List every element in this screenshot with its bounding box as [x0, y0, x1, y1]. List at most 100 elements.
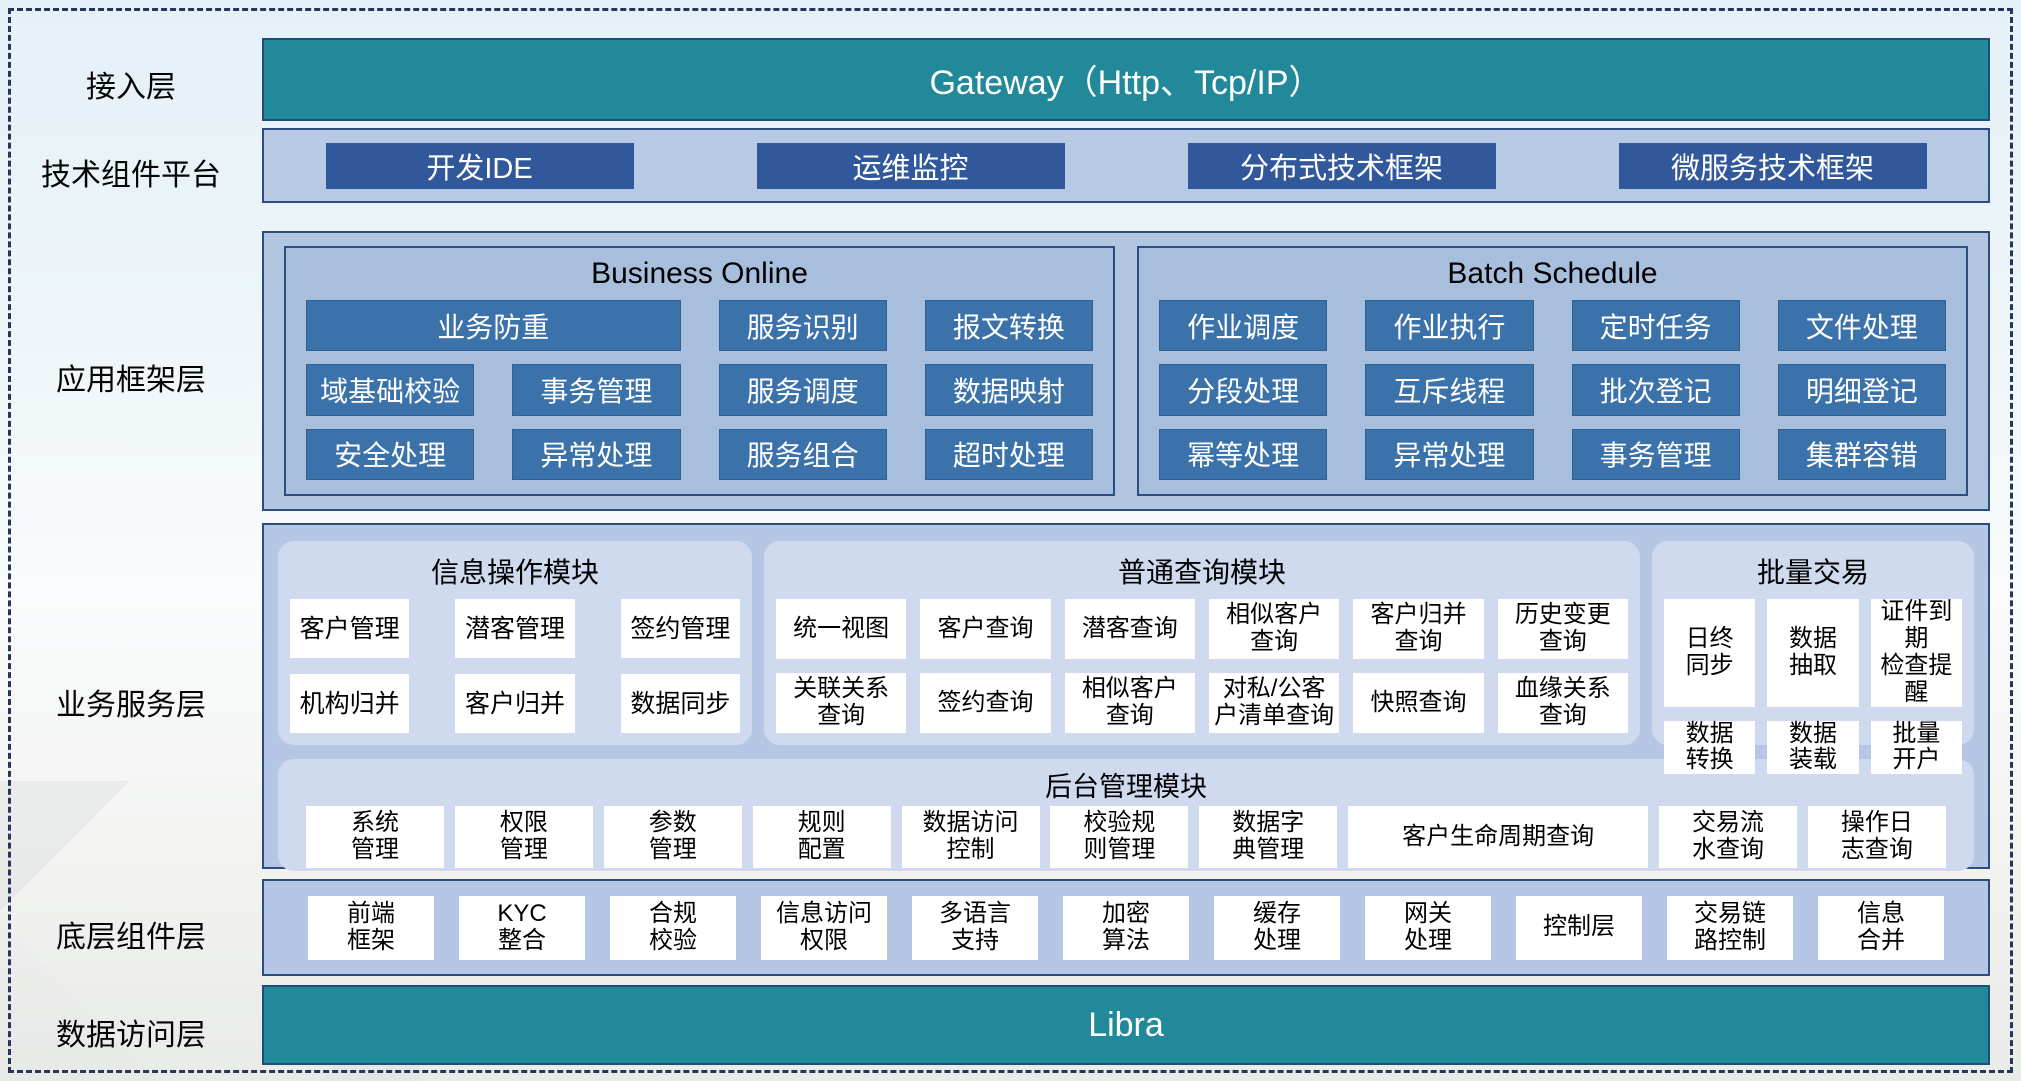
info-operation-cell: 客户归并 [455, 674, 575, 733]
admin-cell: 参数 管理 [603, 806, 742, 868]
info-operation-cell: 机构归并 [290, 674, 410, 733]
batch-trade-grid: 日终 同步数据 抽取证件到期 检查提醒数据 转换数据 装载批量 开户 [1664, 598, 1962, 775]
module-title-batch-trade: 批量交易 [1756, 557, 1869, 588]
common-query-cell: 相似客户 查询 [1208, 599, 1340, 659]
batch-schedule-cell: 幂等处理 [1159, 428, 1328, 480]
module-common-query: 普通查询模块 统一视图客户查询潜客查询相似客户 查询客户归并 查询历史变更 查询… [764, 541, 1640, 745]
batch-trade-cell: 批量 开户 [1870, 720, 1962, 775]
batch-schedule-cell: 分段处理 [1159, 364, 1328, 416]
batch-trade-cell: 数据 装载 [1767, 720, 1859, 775]
business-online-cell: 异常处理 [512, 428, 681, 480]
layer-label-business: 业务服务层 [56, 689, 206, 722]
common-query-cell: 对私/公客 户清单查询 [1208, 673, 1340, 733]
admin-cell-row: 系统 管理权限 管理参数 管理规则 配置数据访问 控制校验规 则管理数据字 典管… [306, 806, 1946, 868]
tech-platform-button: 微服务技术框架 [1618, 142, 1927, 189]
business-online-cell: 域基础校验 [306, 364, 475, 416]
admin-cell: 校验规 则管理 [1050, 806, 1189, 868]
common-query-cell: 相似客户 查询 [1064, 673, 1195, 733]
batch-schedule-cell: 明细登记 [1777, 364, 1946, 416]
common-query-cell: 客户归并 查询 [1353, 599, 1484, 659]
layer-label-data-access: 数据访问层 [56, 1019, 206, 1052]
batch-schedule-cell: 异常处理 [1365, 428, 1534, 480]
base-component-panel: 前端 框架 KYC 整合合规 校验信息访问 权限多语言 支持加密 算法缓存 处理网… [262, 879, 1990, 976]
layer-label-base: 底层组件层 [56, 921, 206, 954]
base-component-cell: 控制层 [1516, 895, 1642, 960]
admin-cell: 客户生命周期查询 [1348, 806, 1649, 868]
batch-trade-cell: 日终 同步 [1664, 599, 1756, 707]
info-operation-cell: 数据同步 [620, 674, 740, 733]
batch-trade-cell: 证件到期 检查提醒 [1870, 598, 1962, 707]
business-online-cell: 安全处理 [306, 428, 475, 480]
batch-trade-cell: 数据 抽取 [1767, 599, 1859, 707]
admin-cell: 操作日 志查询 [1807, 806, 1946, 868]
business-online-grid: 业务防重服务识别报文转换域基础校验事务管理服务调度数据映射安全处理异常处理服务组… [306, 300, 1093, 480]
common-query-cell: 关联关系 查询 [776, 673, 907, 733]
common-query-grid: 统一视图客户查询潜客查询相似客户 查询客户归并 查询历史变更 查询关联关系 查询… [776, 599, 1628, 733]
batch-schedule-cell: 集群容错 [1777, 428, 1946, 480]
business-online-cell: 服务调度 [718, 364, 887, 416]
admin-cell: 权限 管理 [454, 806, 593, 868]
batch-schedule-cell: 批次登记 [1571, 364, 1740, 416]
module-title-info-operation: 信息操作模块 [430, 557, 599, 588]
base-component-cell: 信息访问 权限 [761, 895, 887, 960]
common-query-cell: 统一视图 [776, 599, 907, 659]
tech-platform-button: 分布式技术框架 [1187, 142, 1496, 189]
admin-cell: 数据字 典管理 [1199, 806, 1338, 868]
admin-cell: 交易流 水查询 [1659, 806, 1797, 868]
module-batch-trade: 批量交易 日终 同步数据 抽取证件到期 检查提醒数据 转换数据 装载批量 开户 [1652, 541, 1974, 775]
common-query-cell: 血缘关系 查询 [1497, 673, 1628, 733]
tech-platform-panel: 开发IDE 运维监控 分布式技术框架 微服务技术框架 [262, 128, 1990, 203]
admin-cell: 系统 管理 [306, 806, 444, 868]
business-online-cell: 报文转换 [924, 300, 1093, 352]
diagram-dashed-frame [8, 8, 2013, 1073]
common-query-cell: 历史变更 查询 [1497, 599, 1628, 659]
base-component-cell: 前端 框架 [308, 895, 434, 960]
base-component-cell: 信息 合并 [1818, 895, 1944, 960]
business-online-cell: 超时处理 [924, 428, 1093, 480]
batch-schedule-grid: 作业调度作业执行定时任务文件处理分段处理互斥线程批次登记明细登记幂等处理异常处理… [1159, 300, 1946, 480]
base-component-cell: 网关 处理 [1365, 895, 1491, 960]
gateway-bar: Gateway（Http、Tcp/IP） [262, 38, 1990, 121]
batch-schedule-cell: 作业调度 [1159, 300, 1328, 352]
business-online-cell: 业务防重 [306, 300, 681, 352]
common-query-cell: 潜客查询 [1064, 599, 1195, 659]
base-component-cell: KYC 整合 [459, 895, 585, 960]
group-title-business-online: Business Online [591, 257, 808, 290]
info-operation-cell: 客户管理 [290, 599, 410, 658]
business-service-panel: 信息操作模块 客户管理潜客管理签约管理机构归并客户归并数据同步 普通查询模块 统… [262, 523, 1990, 871]
group-business-online: Business Online 业务防重服务识别报文转换域基础校验事务管理服务调… [284, 246, 1115, 496]
base-component-cell: 多语言 支持 [912, 895, 1038, 960]
batch-schedule-cell: 文件处理 [1777, 300, 1946, 352]
app-framework-panel: Business Online 业务防重服务识别报文转换域基础校验事务管理 服务调… [262, 231, 1990, 511]
module-admin: 后台管理模块 系统 管理权限 管理参数 管理规则 配置数据访问 控制校验规 则管… [278, 759, 1974, 871]
common-query-cell: 客户查询 [920, 599, 1051, 659]
base-component-cell: 合规 校验 [610, 895, 736, 960]
tech-platform-button: 开发IDE [325, 142, 634, 189]
base-component-cell: 加密 算法 [1063, 895, 1189, 960]
batch-schedule-cell: 事务管理 [1571, 428, 1740, 480]
info-operation-grid: 客户管理潜客管理签约管理机构归并客户归并数据同步 [290, 599, 740, 733]
batch-schedule-cell: 作业执行 [1365, 300, 1534, 352]
common-query-cell: 签约查询 [920, 673, 1051, 733]
base-component-cell: 交易链 路控制 [1667, 895, 1793, 960]
tech-platform-button: 运维监控 [756, 142, 1065, 189]
module-info-operation: 信息操作模块 客户管理潜客管理签约管理机构归并客户归并数据同步 [278, 541, 752, 745]
batch-schedule-cell: 定时任务 [1571, 300, 1740, 352]
base-component-cell: 缓存 处理 [1214, 895, 1340, 960]
module-title-common-query: 普通查询模块 [1117, 557, 1286, 588]
business-module-row: 信息操作模块 客户管理潜客管理签约管理机构归并客户归并数据同步 普通查询模块 统… [278, 541, 1974, 775]
info-operation-cell: 潜客管理 [455, 599, 575, 658]
batch-trade-cell: 数据 转换 [1664, 720, 1756, 775]
layer-label-access: 接入层 [86, 71, 176, 104]
module-title-admin: 后台管理模块 [1045, 772, 1207, 802]
admin-cell: 数据访问 控制 [901, 806, 1040, 868]
admin-cell: 规则 配置 [752, 806, 891, 868]
info-operation-cell: 签约管理 [620, 599, 740, 658]
group-title-batch-schedule: Batch Schedule [1447, 257, 1658, 290]
layer-label-tech: 技术组件平台 [41, 159, 221, 192]
business-online-cell: 服务识别 [718, 300, 887, 352]
business-online-cell: 数据映射 [924, 364, 1093, 416]
common-query-cell: 快照查询 [1353, 673, 1484, 733]
batch-schedule-cell: 互斥线程 [1365, 364, 1534, 416]
libra-bar: Libra [262, 985, 1990, 1065]
